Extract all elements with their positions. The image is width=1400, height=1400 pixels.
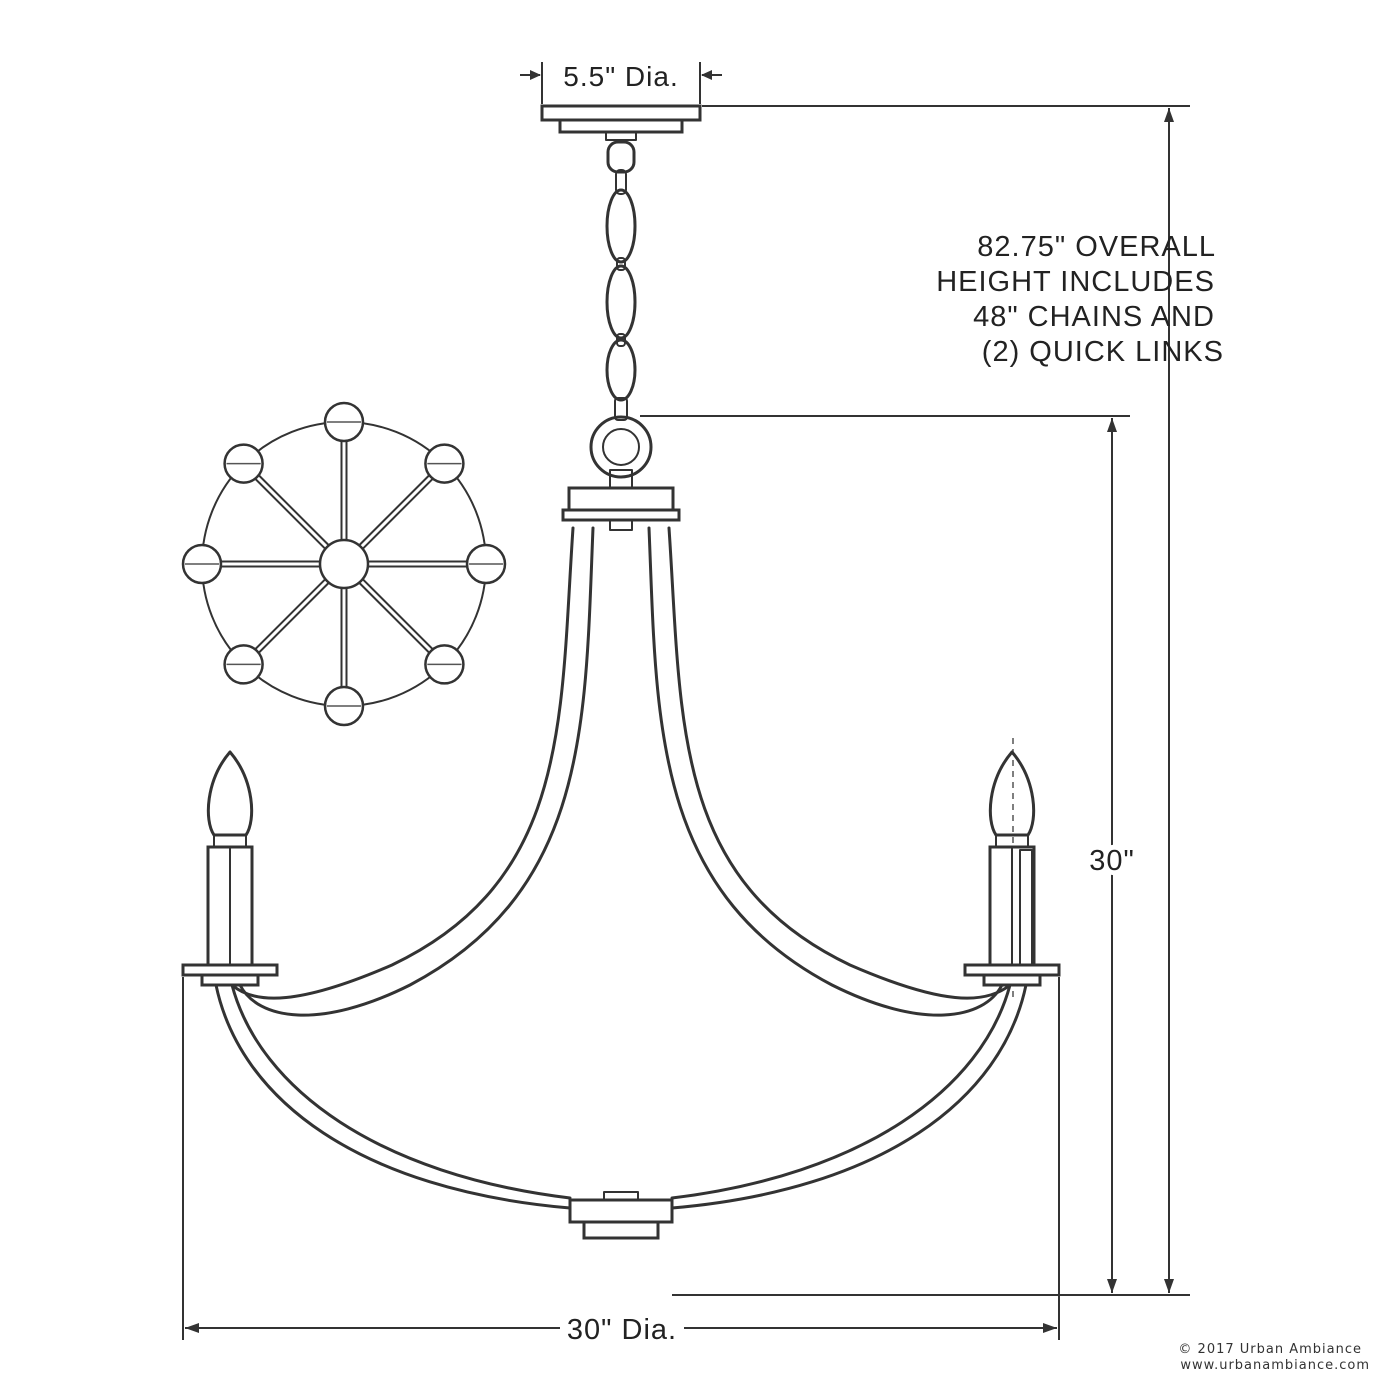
copyright-footer: © 2017 Urban Ambiance www.urbanambiance.… [1178,1342,1370,1373]
hanging-chain [605,140,637,421]
top-view-arm-edge [245,581,330,666]
ceiling-canopy [540,104,702,141]
left-candle-arm [181,750,279,987]
canopy-diameter-label: 5.5" Dia. [563,61,678,92]
top-view-arm [358,581,443,666]
bottom-finial [568,1191,674,1240]
top-view-arm [361,465,446,550]
body-height-dimension: 30" [640,415,1139,1293]
overall-height-dimension: 82.75" OVERALL HEIGHT INCLUDES 48" CHAIN… [672,105,1224,1296]
top-view-diagram [181,401,507,727]
right-candle-arm [963,738,1061,1000]
canopy-diameter-dimension: 5.5" Dia. [520,61,722,104]
top-view-arm-edge [358,462,443,547]
top-view-center-hub [318,538,370,590]
body-diameter-label: 30" Dia. [567,1314,677,1346]
body-diameter-dimension: 30" Dia. [182,977,1060,1346]
top-view-arm [242,578,327,663]
top-view-arm-edge [242,465,327,550]
top-view-arm-edge [361,578,446,663]
overall-height-label: 82.75" OVERALL HEIGHT INCLUDES 48" CHAIN… [936,231,1224,368]
top-body-cap [561,486,681,531]
lower-bowl-arms [214,983,1028,1210]
copyright-text: © 2017 Urban Ambiance [1178,1342,1362,1357]
top-view-arm [245,462,330,547]
body-height-label: 30" [1089,845,1135,877]
website-text: www.urbanambiance.com [1180,1358,1370,1373]
hanging-loop [589,415,653,489]
body-arms [230,526,1012,1017]
